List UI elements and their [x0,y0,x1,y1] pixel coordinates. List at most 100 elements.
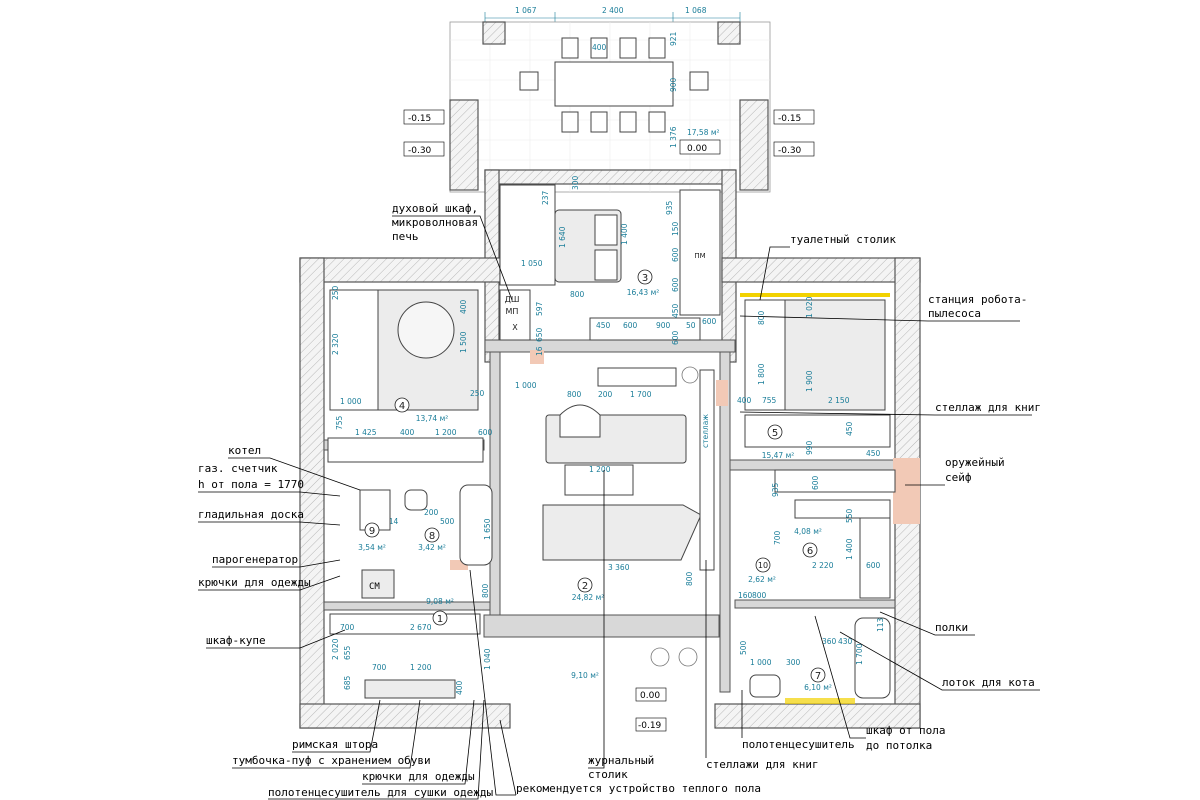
note-robot-2: пылесоса [928,307,981,320]
balcony-dim-1: 400 [592,43,607,52]
note-hooks-bottom: крючки для одежды [362,770,475,783]
bathroom-8: 214 200 500 1 650 8 3,42 м² [384,484,493,566]
note-ironing-board: гладильная доска [198,508,304,521]
living-dim-7: 800 [685,571,694,586]
bath-dim-8: 700 [773,530,782,545]
hall-dim-7: 685 [343,675,352,690]
entry-area: 9,10 м² [571,671,599,680]
note-hooks-left: крючки для одежды [198,576,311,589]
note-boiler: котел [228,444,261,457]
kitchen-dim-20: 16 [535,346,544,356]
bath-dim-16: 113 [876,617,885,632]
room-3-area: 16,43 м² [627,288,660,297]
kitchen-dim-5: 1 400 [620,223,629,245]
note-bookshelf: стеллаж для книг [935,401,1041,414]
room-3-number: 3 [642,273,648,284]
bath-dim-11: 600 [866,561,881,570]
note-gas-height: h от пола = 1770 [198,478,304,491]
room-7-area: 6,10 м² [804,683,832,692]
hall-level: 0.00 [640,691,660,701]
top-dim-3: 1 068 [685,6,707,15]
bathroom-7: 360 430 113 1 700 500 1 000 300 7 6,10 м… [739,617,891,704]
kitchen-dim-9: 800 [570,290,585,299]
bottom-notes: римская штора тумбочка-пуф с хранением о… [232,699,494,800]
top-dimension-chain: 1 067 2 400 1 068 [484,6,741,24]
top-dim-1: 1 067 [515,6,537,15]
note-bookshelves: стеллажи для книг [706,758,819,771]
kitchen-dim-7: 600 [671,247,680,262]
bath-dim-1: 214 [384,517,399,526]
kitchen-dim-1: 300 [571,175,580,190]
living-room: 1 000 800 200 1 700 1 200 3 360 800 800 … [481,367,715,602]
kitchen-dim-19: 600 [702,317,717,326]
washing-machine-label: СМ [369,582,380,592]
note-wardrobe: шкаф-купе [206,634,266,647]
kitchen-dim-17: 900 [656,321,671,330]
note-toilet-table: туалетный столик [790,233,896,246]
hall-dim-5: 700 [372,663,387,672]
bath-dim-5: 935 [771,482,780,497]
left-notes: котел газ. счетчик h от пола = 1770 глад… [198,444,361,649]
note-towel-dryer-clothes: полотенцесушитель для сушки одежды [268,786,494,799]
room-8-area: 3,42 м² [418,543,446,552]
bedroom-4: 250 2 320 400 1 500 250 1 000 755 1 425 … [327,285,493,463]
closet-rooms: 935 600 550 700 1 400 2 220 600 160 800 … [738,475,891,600]
entry-vestibule: 9,10 м² 0.00 -0.19 [571,647,698,732]
balcony-terrace: 400 921 900 1 376 17,58 м² 0.00 -0.15 -0… [403,21,815,193]
kitchen-dim-14: 600 [671,277,680,292]
living-dim-8: 800 [481,583,490,598]
kitchen-dim-15: 450 [671,303,680,318]
hall-dim-4: 655 [343,645,352,660]
kitchen-dim-10: 597 [535,301,544,316]
room-2-area: 24,82 м² [572,593,605,602]
b4-dim-8: 1 425 [355,428,377,437]
note-towel-rail: полотенцесушитель [742,738,855,751]
kitchen-label-fridge: Х [512,323,518,332]
kitchen-dim-2: 237 [541,190,550,205]
kitchen: 300 237 935 1 640 1 400 150 600 1 050 80… [499,175,721,384]
balcony-level: 0.00 [687,144,707,154]
room-5-number: 5 [772,428,778,439]
bath-dim-7: 550 [845,508,854,523]
living-dim-1: 1 000 [515,381,537,390]
bath-dim-13: 800 [752,591,767,600]
note-warm-floor: рекомендуется устройство теплого пола [516,782,761,795]
room-5-area: 15,47 м² [762,451,795,460]
note-wardrobe-ceiling-2: до потолка [866,739,932,752]
note-cat-tray: лоток для кота [942,676,1035,689]
laundry-9: СМ 9 3,54 м² [358,489,395,599]
bath-dim-12: 160 [738,591,753,600]
note-coffee-table-1: журнальный [588,754,654,767]
note-coffee-table-2: столик [588,768,628,781]
b4-dim-1: 250 [331,285,340,300]
b4-dim-4: 1 500 [459,331,468,353]
room-10-number: 10 [758,561,768,570]
b5-dim-5: 400 [737,396,752,405]
right-notes: туалетный столик станция робота- пылесос… [705,233,1041,771]
b4-dim-7: 755 [335,415,344,430]
note-safe-2: сейф [945,471,972,484]
note-roman-blind: римская штора [292,738,378,751]
room-1-area: 9,08 м² [426,597,454,606]
balcony-dim-2: 921 [669,31,678,46]
kitchen-dim-3: 935 [665,200,674,215]
b5-dim-1: 800 [757,310,766,325]
room-4-number: 4 [399,401,405,412]
b5-dim-10: 450 [866,449,881,458]
b4-dim-9: 400 [400,428,415,437]
top-dim-2: 2 400 [602,6,624,15]
room-7-number: 7 [815,671,821,682]
b5-dim-2: 1 020 [805,296,814,318]
bath-dim-2: 200 [424,508,439,517]
bath-dim-6: 600 [811,475,820,490]
bath-dim-10: 2 220 [812,561,834,570]
note-oven-1: духовой шкаф, [392,202,478,215]
room-4-area: 13,74 м² [416,414,449,423]
level-right-1: -0.15 [778,114,801,124]
b5-dim-3: 1 800 [757,363,766,385]
b4-dim-5: 250 [470,389,485,398]
bath-dim-18: 500 [739,640,748,655]
living-dim-5: 1 200 [589,465,611,474]
bath-dim-14: 360 [822,637,837,646]
